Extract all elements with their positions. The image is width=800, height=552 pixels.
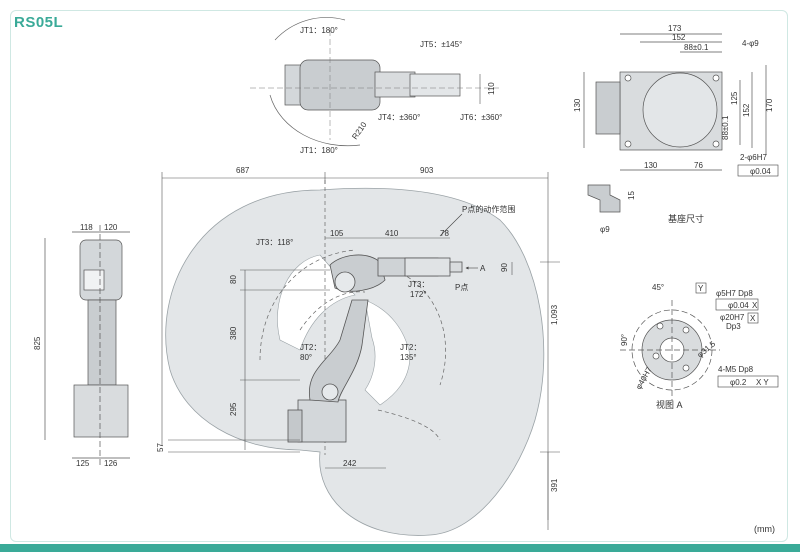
holes-4-phi9: 4-φ9: [742, 39, 759, 48]
jt2-80-line2: 80°: [300, 353, 312, 362]
dim-130-bottom: 130: [644, 161, 658, 170]
jt6-label: JT6：±360°: [460, 113, 502, 122]
dim-110: 110: [487, 82, 496, 95]
jt3-172-line1: JT3：: [408, 280, 429, 289]
m5-holes: 4-M5 Dp8: [718, 365, 754, 374]
datum-y: Y: [698, 284, 704, 293]
dim-125: 125: [76, 459, 90, 468]
dim-88-right: 88±0.1: [721, 115, 730, 140]
dim-152-right: 152: [742, 103, 751, 117]
side-dimension-lines: [161, 172, 560, 530]
dim-76: 76: [694, 161, 703, 170]
datum-xy: X Y: [756, 378, 769, 387]
flange-view: [620, 300, 720, 400]
angle-90: 90°: [620, 334, 629, 346]
jt2-80-line1: JT2：: [300, 343, 321, 352]
jt3-172-line2: 172°: [410, 290, 427, 299]
bottom-accent-bar: [0, 544, 800, 552]
dim-295: 295: [229, 402, 238, 416]
dim-15: 15: [627, 191, 636, 200]
flange-caption: 视图 A: [656, 399, 683, 410]
datum-x2: X: [750, 314, 756, 323]
p-point-label: P点: [455, 283, 468, 292]
range-label: P点的动作范围: [462, 204, 515, 214]
frame-border: [10, 10, 788, 542]
dim-125-right: 125: [730, 91, 739, 105]
dim-120: 120: [104, 223, 118, 232]
dim-118: 118: [80, 223, 93, 232]
dim-126: 126: [104, 459, 118, 468]
top-view: [250, 17, 500, 147]
jt5-label: JT5：±145°: [420, 40, 462, 49]
dim-410: 410: [385, 229, 399, 238]
hole-5h7: φ5H7 Dp8: [716, 289, 753, 298]
flange-tol-004: φ0.04: [728, 301, 749, 310]
depth-dp3: Dp3: [726, 322, 741, 331]
r210-label: R210: [350, 120, 369, 141]
dim-903: 903: [420, 166, 434, 175]
dim-105: 105: [330, 229, 344, 238]
front-view: [44, 225, 130, 465]
dim-391: 391: [550, 478, 559, 492]
jt2-135-line2: 135°: [400, 353, 417, 362]
view-a-marker: A: [480, 264, 486, 273]
jt1-top-label: JT1：180°: [300, 26, 338, 35]
pins-2-phi6h7: 2-φ6H7: [740, 153, 768, 162]
dim-173: 173: [668, 24, 682, 33]
dim-78: 78: [440, 229, 449, 238]
unit-label: (mm): [754, 524, 775, 534]
joint-arcs: [259, 180, 446, 455]
dim-825: 825: [33, 336, 42, 350]
robot-side-body: [287, 254, 463, 443]
angle-45: 45°: [652, 283, 664, 292]
dim-380: 380: [229, 326, 238, 340]
flange-tol-02: φ0.2: [730, 378, 747, 387]
base-tolerance: φ0.04: [750, 167, 771, 176]
pcd-40h7: φ40H7: [634, 365, 654, 391]
bore-20h7: φ20H7: [720, 313, 745, 322]
dim-152-top: 152: [672, 33, 686, 42]
dim-90: 90: [500, 263, 509, 272]
dim-242: 242: [343, 459, 357, 468]
jt4-label: JT4：±360°: [378, 113, 420, 122]
dim-88-top: 88±0.1: [684, 43, 709, 52]
dim-80: 80: [229, 275, 238, 284]
dim-687: 687: [236, 166, 250, 175]
base-caption: 基座尺寸: [668, 213, 704, 224]
dim-170: 170: [765, 98, 774, 112]
dim-phi9: φ9: [600, 225, 610, 234]
jt2-135-line1: JT2：: [400, 343, 421, 352]
base-view: [583, 33, 767, 213]
jt1-bottom-label: JT1：180°: [300, 146, 338, 155]
model-title: RS05L: [14, 14, 64, 31]
datum-x1: X: [752, 301, 758, 310]
dim-57: 57: [156, 443, 165, 452]
dim-130-left: 130: [573, 98, 582, 112]
dim-1093: 1,093: [550, 304, 559, 325]
jt3-118-label: JT3：118°: [256, 238, 293, 247]
